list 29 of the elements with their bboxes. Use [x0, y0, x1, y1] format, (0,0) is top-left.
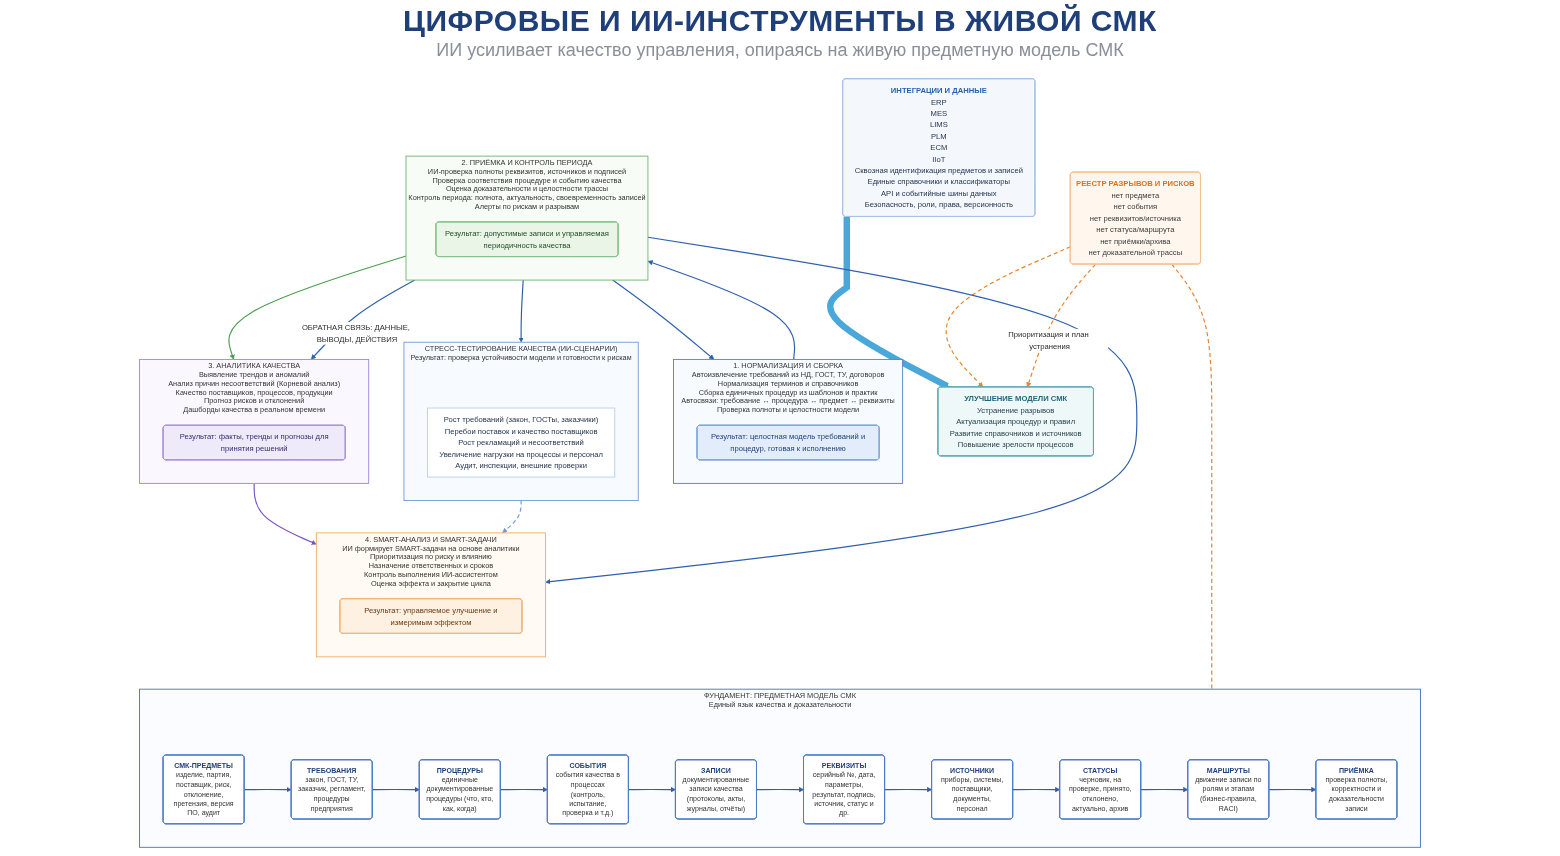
- cluster: [139, 358, 370, 484]
- arrow: [228, 255, 407, 360]
- arrow: [827, 216, 950, 389]
- arrow: [884, 787, 933, 793]
- arrow: [1268, 787, 1317, 793]
- arrow: [756, 787, 805, 793]
- cluster: [315, 532, 546, 658]
- arrow: [612, 279, 715, 360]
- cluster: [673, 358, 904, 484]
- arrow: [500, 787, 548, 793]
- cluster: [139, 688, 1421, 848]
- arrow: [1026, 263, 1097, 388]
- arrow: [1140, 787, 1189, 793]
- arrow: [371, 787, 420, 793]
- arrow: [243, 787, 292, 793]
- arrow: [502, 500, 522, 534]
- cluster: [405, 155, 649, 281]
- connector: [1171, 263, 1213, 690]
- arrow: [628, 787, 676, 793]
- arrow: [518, 279, 524, 343]
- title: ЦИФРОВЫЕ И ИИ-ИНСТРУМЕНТЫ В ЖИВОЙ СМК: [403, 4, 1157, 38]
- cluster: [403, 341, 639, 501]
- arrow: [545, 236, 1138, 585]
- arrow: [1012, 787, 1061, 793]
- arrow: [945, 246, 1072, 388]
- subtitle: ИИ усиливает качество управления, опираясь на живую предметную модель СМК: [436, 40, 1124, 61]
- arrow: [647, 260, 796, 360]
- arrow: [253, 482, 317, 545]
- node-box: [427, 407, 616, 478]
